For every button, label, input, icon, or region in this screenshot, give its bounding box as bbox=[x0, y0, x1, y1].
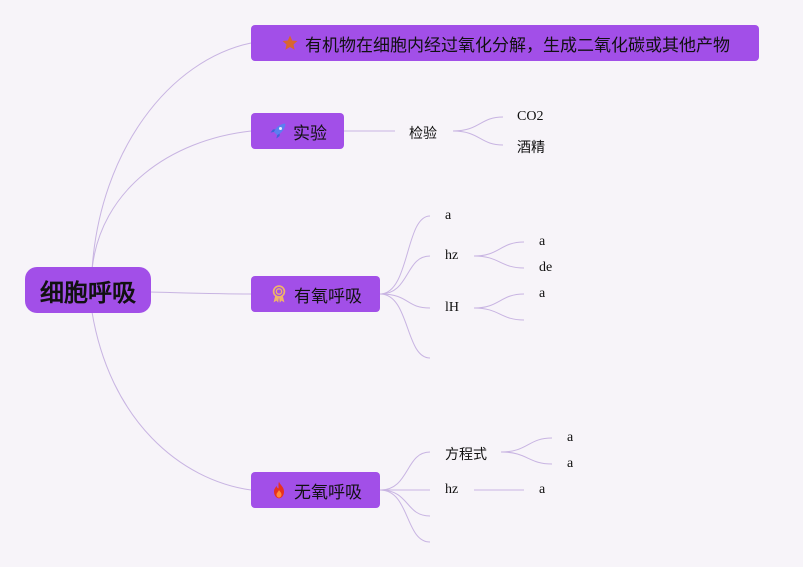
branch-definition[interactable]: 有机物在细胞内经过氧化分解，生成二氧化碳或其他产物 bbox=[251, 25, 759, 61]
branch-experiment-label: 实验 bbox=[293, 123, 327, 144]
node-aerobic-hz[interactable]: hz bbox=[445, 248, 459, 263]
node-co2[interactable]: CO2 bbox=[517, 109, 544, 124]
node-equation[interactable]: 方程式 bbox=[445, 447, 487, 463]
branch-anaerobic[interactable]: 无氧呼吸 bbox=[251, 472, 380, 508]
rocket-icon bbox=[268, 121, 288, 141]
node-anaerobic-hz-a[interactable]: a bbox=[539, 482, 546, 497]
branch-anaerobic-label: 无氧呼吸 bbox=[294, 482, 362, 503]
star-icon bbox=[280, 33, 300, 53]
node-equation-a1[interactable]: a bbox=[567, 430, 574, 445]
node-aerobic-hz-de[interactable]: de bbox=[539, 260, 553, 275]
node-aerobic-hz-a[interactable]: a bbox=[539, 234, 546, 249]
node-alcohol[interactable]: 酒精 bbox=[517, 140, 545, 156]
node-aerobic-lh[interactable]: lH bbox=[445, 300, 459, 315]
node-anaerobic-hz[interactable]: hz bbox=[445, 482, 459, 497]
award-ribbon-icon bbox=[269, 284, 289, 304]
root-node-label: 细胞呼吸 bbox=[40, 278, 136, 307]
node-aerobic-lh-a[interactable]: a bbox=[539, 286, 546, 301]
root-node[interactable]: 细胞呼吸 bbox=[25, 267, 151, 313]
branch-experiment[interactable]: 实验 bbox=[251, 113, 344, 149]
node-aerobic-a[interactable]: a bbox=[445, 208, 452, 223]
fire-icon bbox=[269, 480, 289, 500]
branch-aerobic[interactable]: 有氧呼吸 bbox=[251, 276, 380, 312]
branch-aerobic-label: 有氧呼吸 bbox=[294, 286, 362, 307]
node-test[interactable]: 检验 bbox=[409, 126, 437, 142]
branch-definition-label: 有机物在细胞内经过氧化分解，生成二氧化碳或其他产物 bbox=[305, 35, 730, 56]
node-equation-a2[interactable]: a bbox=[567, 456, 574, 471]
